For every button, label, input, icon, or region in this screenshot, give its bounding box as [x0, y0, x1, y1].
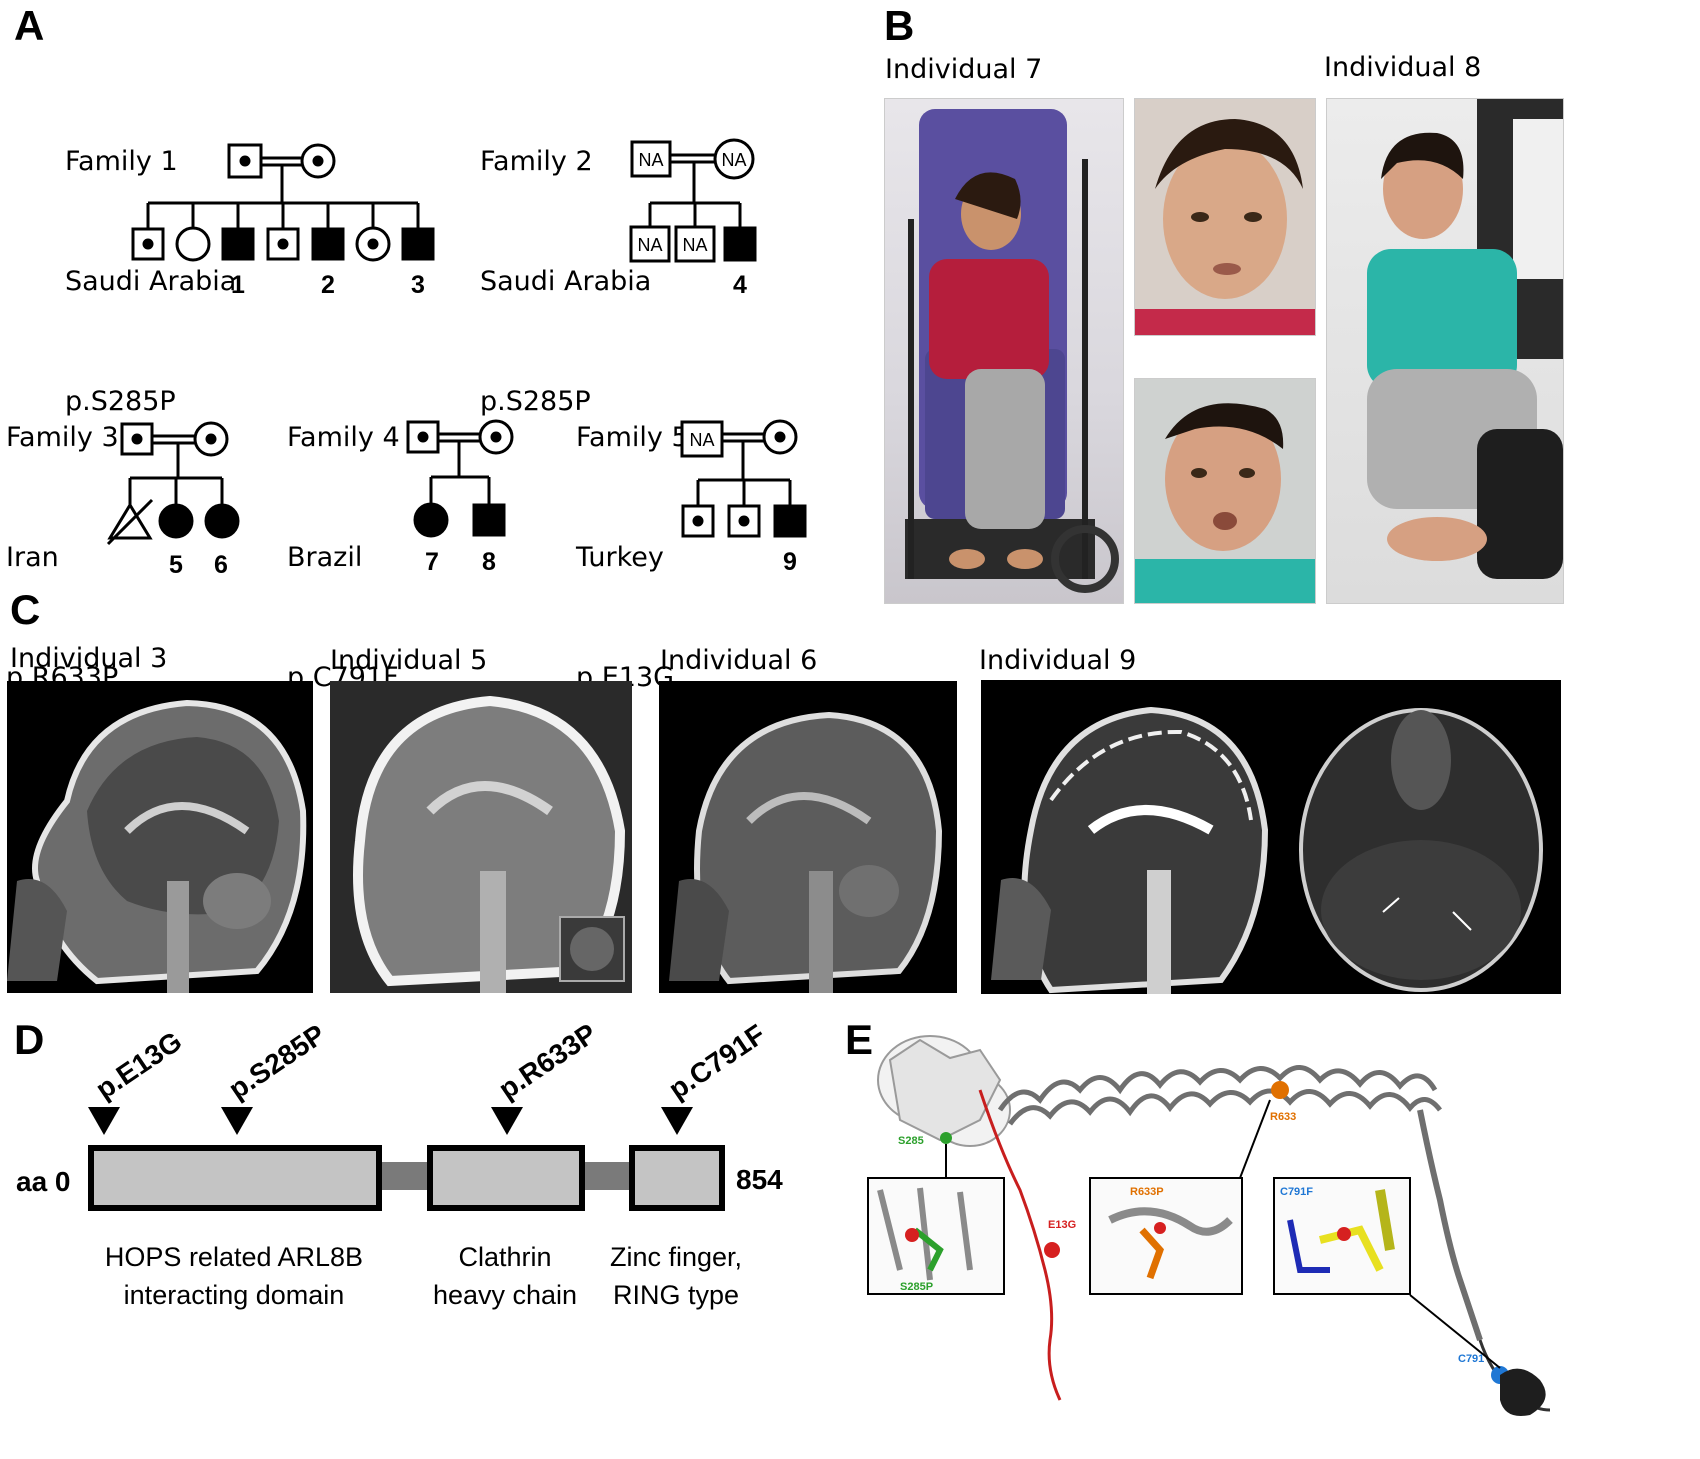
photo-individual-8-face — [1134, 378, 1316, 604]
mutation-arrow-s285p — [221, 1107, 253, 1135]
label-c791f: C791F — [1280, 1186, 1313, 1198]
panel-label-a: A — [14, 2, 45, 49]
domain-zinc-finger — [629, 1145, 725, 1211]
individual-id-1: 1 — [231, 271, 245, 299]
protein-structure-model: S285 R633 C791 E13G S285P R633P C791F — [867, 1035, 1551, 1416]
individual-id-6: 6 — [214, 551, 228, 579]
label-r633: R633 — [1270, 1111, 1296, 1123]
photo-individual-7-face — [1134, 98, 1316, 336]
beta-propeller-domain — [877, 1035, 1011, 1147]
label-e13g: E13G — [1048, 1219, 1076, 1231]
protein-end-label: 854 — [736, 1164, 783, 1195]
family1-name: Family 1 — [65, 146, 178, 177]
mutation-label-s285p: p.S285P — [223, 1020, 331, 1105]
family1-country: Saudi Arabia — [65, 266, 237, 297]
linker-1 — [380, 1162, 430, 1190]
individual-id-9: 9 — [783, 548, 797, 576]
family2-pedigree — [629, 138, 757, 263]
protein-start-label: aa 0 — [16, 1166, 71, 1197]
n-terminal-tail — [978, 1089, 1062, 1401]
family5-country: Turkey — [576, 542, 664, 573]
inset-c791f — [1273, 1177, 1501, 1369]
family1-pedigree — [131, 143, 435, 262]
mri-individual-6 — [659, 681, 957, 993]
mri-individual-3 — [7, 681, 313, 993]
mri-caption-individual-3: Individual 3 — [10, 643, 168, 674]
protein-domain-diagram: p.E13G p.S285P p.R633P p.C791F aa 0 854 … — [16, 1020, 783, 1310]
domain3-line2: RING type — [613, 1280, 739, 1310]
photo-caption-individual-7: Individual 7 — [885, 54, 1043, 85]
individual-id-7: 7 — [425, 548, 439, 576]
na-label: NA — [689, 430, 714, 450]
individual-id-3: 3 — [411, 271, 425, 299]
e13g-residue-marker — [1044, 1242, 1060, 1258]
domain1-line2: interacting domain — [124, 1280, 345, 1310]
domain-hops-arl8b — [88, 1145, 382, 1211]
domain-clathrin — [427, 1145, 585, 1211]
family2-name: Family 2 — [480, 146, 593, 177]
panel-label-c: C — [10, 586, 41, 633]
r633-residue-marker — [1271, 1081, 1289, 1099]
individual-id-8: 8 — [482, 548, 496, 576]
individual-id-5: 5 — [169, 551, 183, 579]
family3-name: Family 3 — [6, 422, 119, 453]
s285-residue-marker — [940, 1132, 952, 1144]
label-s285: S285 — [898, 1135, 924, 1147]
label-s285p: S285P — [900, 1281, 933, 1293]
mri-individual-9-sagittal — [981, 680, 1281, 994]
family3-country: Iran — [6, 542, 59, 573]
mri-caption-individual-5: Individual 5 — [330, 645, 488, 676]
family1-label: Family 1 Saudi Arabia p.S285P — [65, 62, 236, 462]
mutation-label-c791f: p.C791F — [663, 1020, 771, 1105]
mri-individual-9-axial — [1281, 680, 1561, 994]
label-c791: C791 — [1458, 1353, 1484, 1365]
pedigree-diagrams: NA NA NA NA NA 1 2 3 4 5 6 7 8 9 — [106, 138, 807, 579]
na-label: NA — [682, 235, 707, 255]
mutation-label-e13g: p.E13G — [90, 1025, 187, 1105]
mutation-label-r633p: p.R633P — [493, 1020, 602, 1105]
domain1-line1: HOPS related ARL8B — [105, 1242, 363, 1272]
na-label: NA — [721, 150, 746, 170]
panel-label-e: E — [845, 1016, 874, 1063]
panel-label-b: B — [884, 2, 915, 49]
individual-id-2: 2 — [321, 271, 335, 299]
family2-label: Family 2 Saudi Arabia p.S285P — [480, 62, 651, 462]
family3-pedigree — [106, 421, 240, 546]
mri-individual-5 — [330, 681, 632, 993]
mri-caption-individual-6: Individual 6 — [660, 645, 818, 676]
family5-pedigree — [680, 419, 807, 538]
inset-s285p — [867, 1144, 1005, 1295]
domain2-line1: Clathrin — [458, 1242, 551, 1272]
ring-domain — [1500, 1368, 1546, 1416]
family4-pedigree — [406, 419, 514, 538]
photo-individual-8-full — [1326, 98, 1564, 604]
panel-label-d: D — [14, 1016, 45, 1063]
family2-variant: p.S285P — [480, 386, 591, 417]
inset-r633p — [1089, 1099, 1271, 1295]
family4-country: Brazil — [287, 542, 363, 573]
family2-country: Saudi Arabia — [480, 266, 652, 297]
na-label: NA — [638, 150, 663, 170]
photo-caption-individual-8: Individual 8 — [1324, 52, 1482, 83]
linker-2 — [582, 1162, 632, 1190]
individual-id-4: 4 — [733, 271, 747, 299]
mutation-arrow-c791f — [661, 1107, 693, 1135]
family4-name: Family 4 — [287, 422, 400, 453]
na-label: NA — [637, 235, 662, 255]
mri-caption-individual-9: Individual 9 — [979, 645, 1137, 676]
mutation-arrow-r633p — [491, 1107, 523, 1135]
label-r633p: R633P — [1130, 1186, 1164, 1198]
domain2-line2: heavy chain — [433, 1280, 577, 1310]
family1-variant: p.S285P — [65, 386, 176, 417]
mutation-arrow-e13g — [88, 1107, 120, 1135]
domain3-line1: Zinc finger, — [610, 1242, 742, 1272]
photo-individual-7-wheelchair — [884, 98, 1124, 604]
